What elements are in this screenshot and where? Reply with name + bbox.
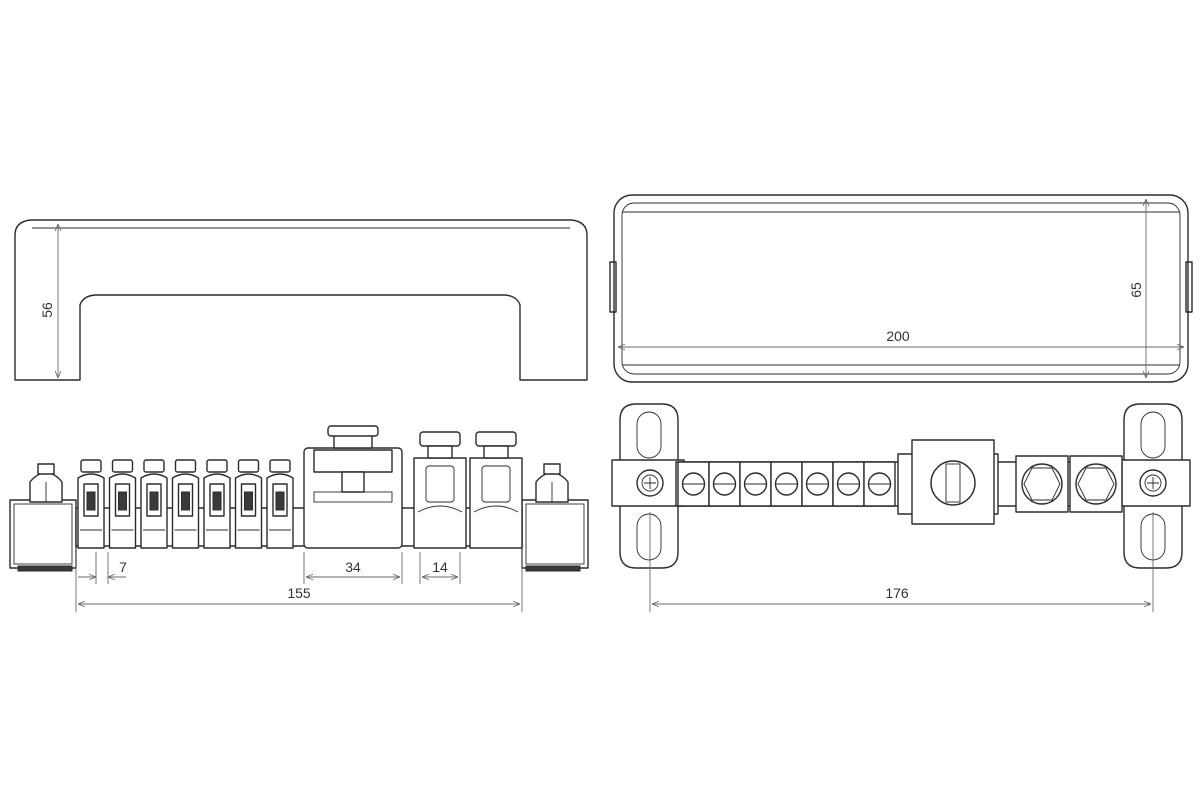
side-clamps	[413, 431, 523, 549]
dimension-cover-height: 56	[39, 302, 55, 318]
screw-cell	[677, 461, 710, 507]
left-end-block	[9, 463, 77, 572]
top-side-clamp	[1015, 455, 1069, 513]
dimension-cover-width: 65	[1128, 282, 1144, 298]
top-side-clamp	[1069, 455, 1123, 513]
small-clamp	[234, 459, 263, 549]
side-clamp	[413, 431, 467, 549]
screw-cell	[770, 461, 803, 507]
small-clamp	[171, 459, 200, 549]
cover-front-view: 56	[14, 219, 588, 381]
dimension-clamp-pitch: 7	[119, 559, 127, 575]
small-clamp	[108, 459, 137, 549]
screw-cell	[832, 461, 865, 507]
top-center-clamp	[897, 439, 999, 525]
rail-front-view: 155 7 34 14	[9, 425, 589, 612]
side-clamp	[469, 431, 523, 549]
rail-top-view: 176	[611, 403, 1191, 612]
small-clamp	[203, 459, 231, 549]
small-clamps	[77, 459, 294, 549]
dimension-cover-length: 200	[886, 328, 910, 344]
right-mounting-foot	[1107, 403, 1191, 569]
screw-cell	[801, 461, 834, 507]
small-clamp	[77, 459, 105, 549]
top-side-blocks	[1015, 455, 1123, 513]
small-clamp	[266, 459, 294, 549]
screw-cell	[739, 461, 772, 507]
dimension-rail-length: 155	[287, 585, 311, 601]
rail-dimensions: 155 7 34 14	[75, 548, 523, 612]
cover-top-view: 200 65	[609, 194, 1193, 383]
dimension-side-clamp: 14	[432, 559, 448, 575]
small-clamp	[140, 459, 168, 549]
center-clamp	[303, 425, 403, 549]
dimension-mounting-length: 176	[885, 585, 909, 601]
screw-cell	[863, 461, 896, 507]
dimension-center-clamp: 34	[345, 559, 361, 575]
screw-cell	[708, 461, 741, 507]
top-screws	[677, 461, 896, 507]
right-end-block	[521, 463, 589, 572]
